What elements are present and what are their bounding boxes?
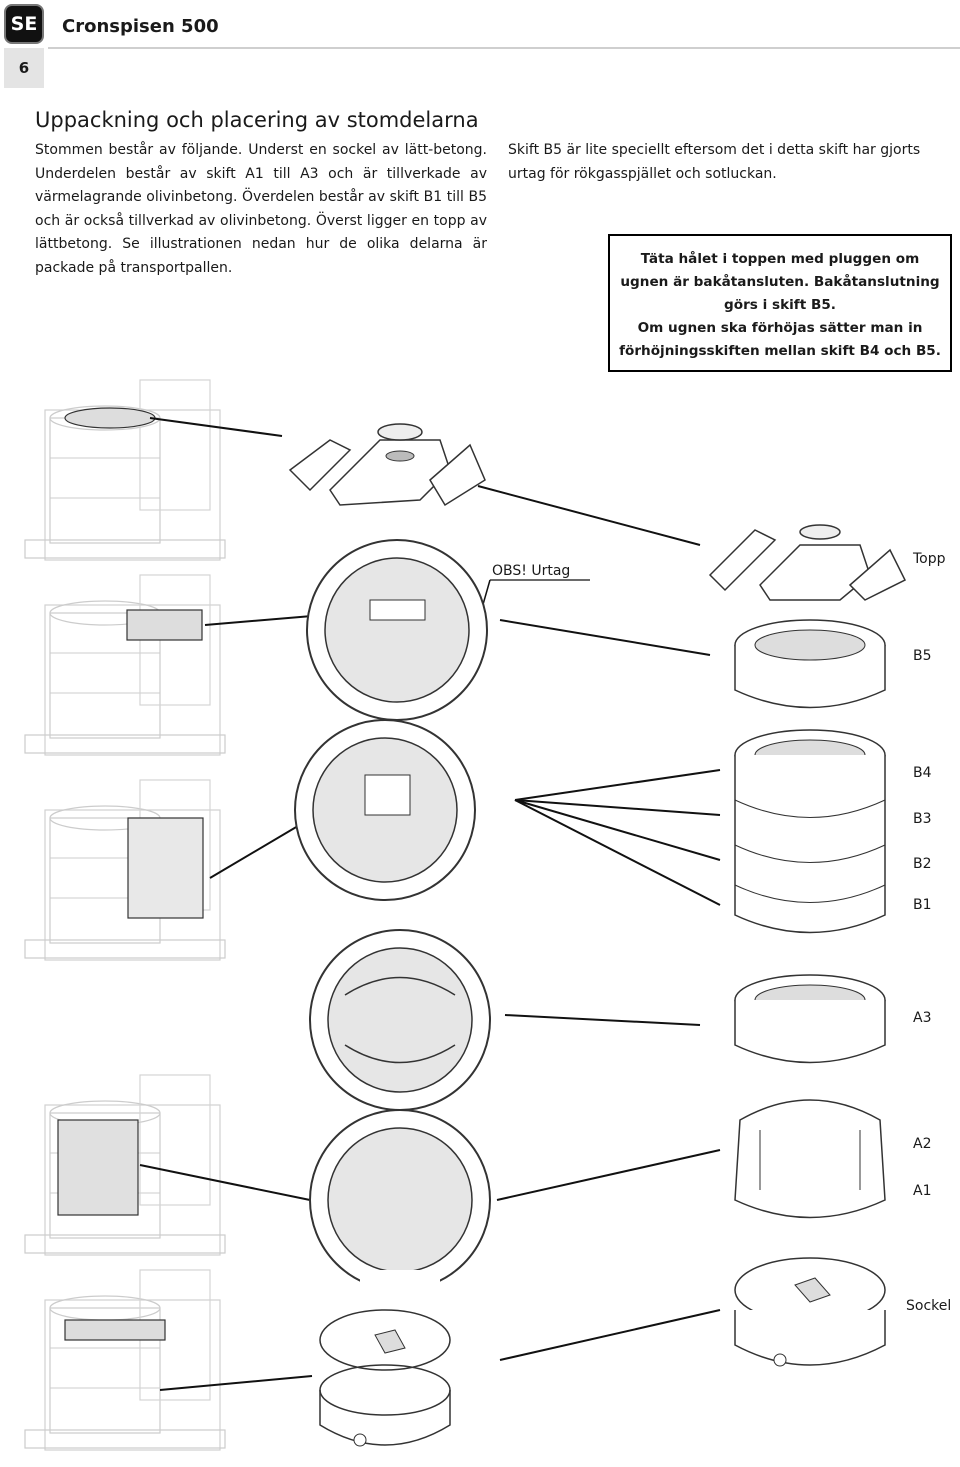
header-rule [48, 47, 960, 49]
leader-line [514, 799, 721, 816]
assembly-b5 [734, 619, 886, 709]
leader-line [514, 799, 721, 906]
assembly-sockel [734, 1257, 886, 1367]
b5-note-paragraph: Skift B5 är lite speciellt eftersom det … [508, 142, 921, 182]
page-number: 6 [4, 48, 44, 88]
leader-line [504, 1014, 701, 1026]
label-a2: A2 [913, 1136, 932, 1152]
label-a3: A3 [913, 1010, 932, 1026]
pallet-b5-piece [126, 609, 203, 641]
important-note-box: Täta hålet i toppen med pluggen om ugnen… [608, 234, 952, 372]
label-b1: B1 [913, 897, 932, 913]
intro-paragraph: Stommen består av följande. Underst en s… [35, 142, 487, 276]
section-title: Uppackning och placering av stomdelarna [35, 108, 479, 132]
leader-line [159, 1375, 313, 1391]
label-b3: B3 [913, 811, 932, 827]
assembly-b-stack [734, 729, 886, 934]
leader-line [514, 769, 721, 801]
assembly-top [708, 524, 907, 601]
label-b5: B5 [913, 648, 932, 664]
leader-line [209, 822, 304, 879]
label-b2: B2 [913, 856, 932, 872]
pallet-a-pieces [57, 1119, 139, 1216]
leader-line [499, 619, 711, 656]
leader-line [514, 799, 721, 861]
pallet-top-piece [64, 407, 156, 429]
label-sockel: Sockel [906, 1298, 952, 1314]
label-topp: Topp [913, 551, 946, 567]
leader-line [204, 615, 313, 626]
leader-line [496, 1149, 721, 1201]
document-title: Cronspisen 500 [62, 16, 219, 37]
label-b4: B4 [913, 765, 932, 781]
pallet-stack-5 [24, 1269, 226, 1451]
pallet-b-pieces [127, 817, 204, 919]
label-a1: A1 [913, 1183, 932, 1199]
note-line-1: Täta hålet i toppen med pluggen om ugnen… [620, 251, 940, 313]
assembly-a3 [734, 974, 886, 1064]
language-badge: SE [4, 4, 44, 44]
pallet-stack-1 [24, 379, 226, 561]
pallet-sockel-piece [64, 1319, 166, 1341]
page-header: SE 6 Cronspisen 500 [0, 0, 960, 90]
ring-plan-b [294, 719, 476, 901]
leader-line [139, 1164, 311, 1201]
ring-plan-a [309, 1109, 491, 1300]
pallet-stack-2 [24, 574, 226, 756]
leader-line [149, 417, 283, 437]
note-line-2: Om ugnen ska förhöjas sätter man in förh… [619, 320, 941, 359]
sockel-exploded [319, 1309, 451, 1447]
top-piece-exploded [288, 423, 486, 507]
assembly-a1-a2 [734, 1099, 886, 1219]
ring-plan-a3 [309, 929, 491, 1111]
ring-plan-b5 [306, 539, 488, 721]
leader-line [477, 485, 701, 546]
label-obs-urtag: OBS! Urtag [492, 563, 571, 579]
leader-line [499, 1309, 721, 1361]
